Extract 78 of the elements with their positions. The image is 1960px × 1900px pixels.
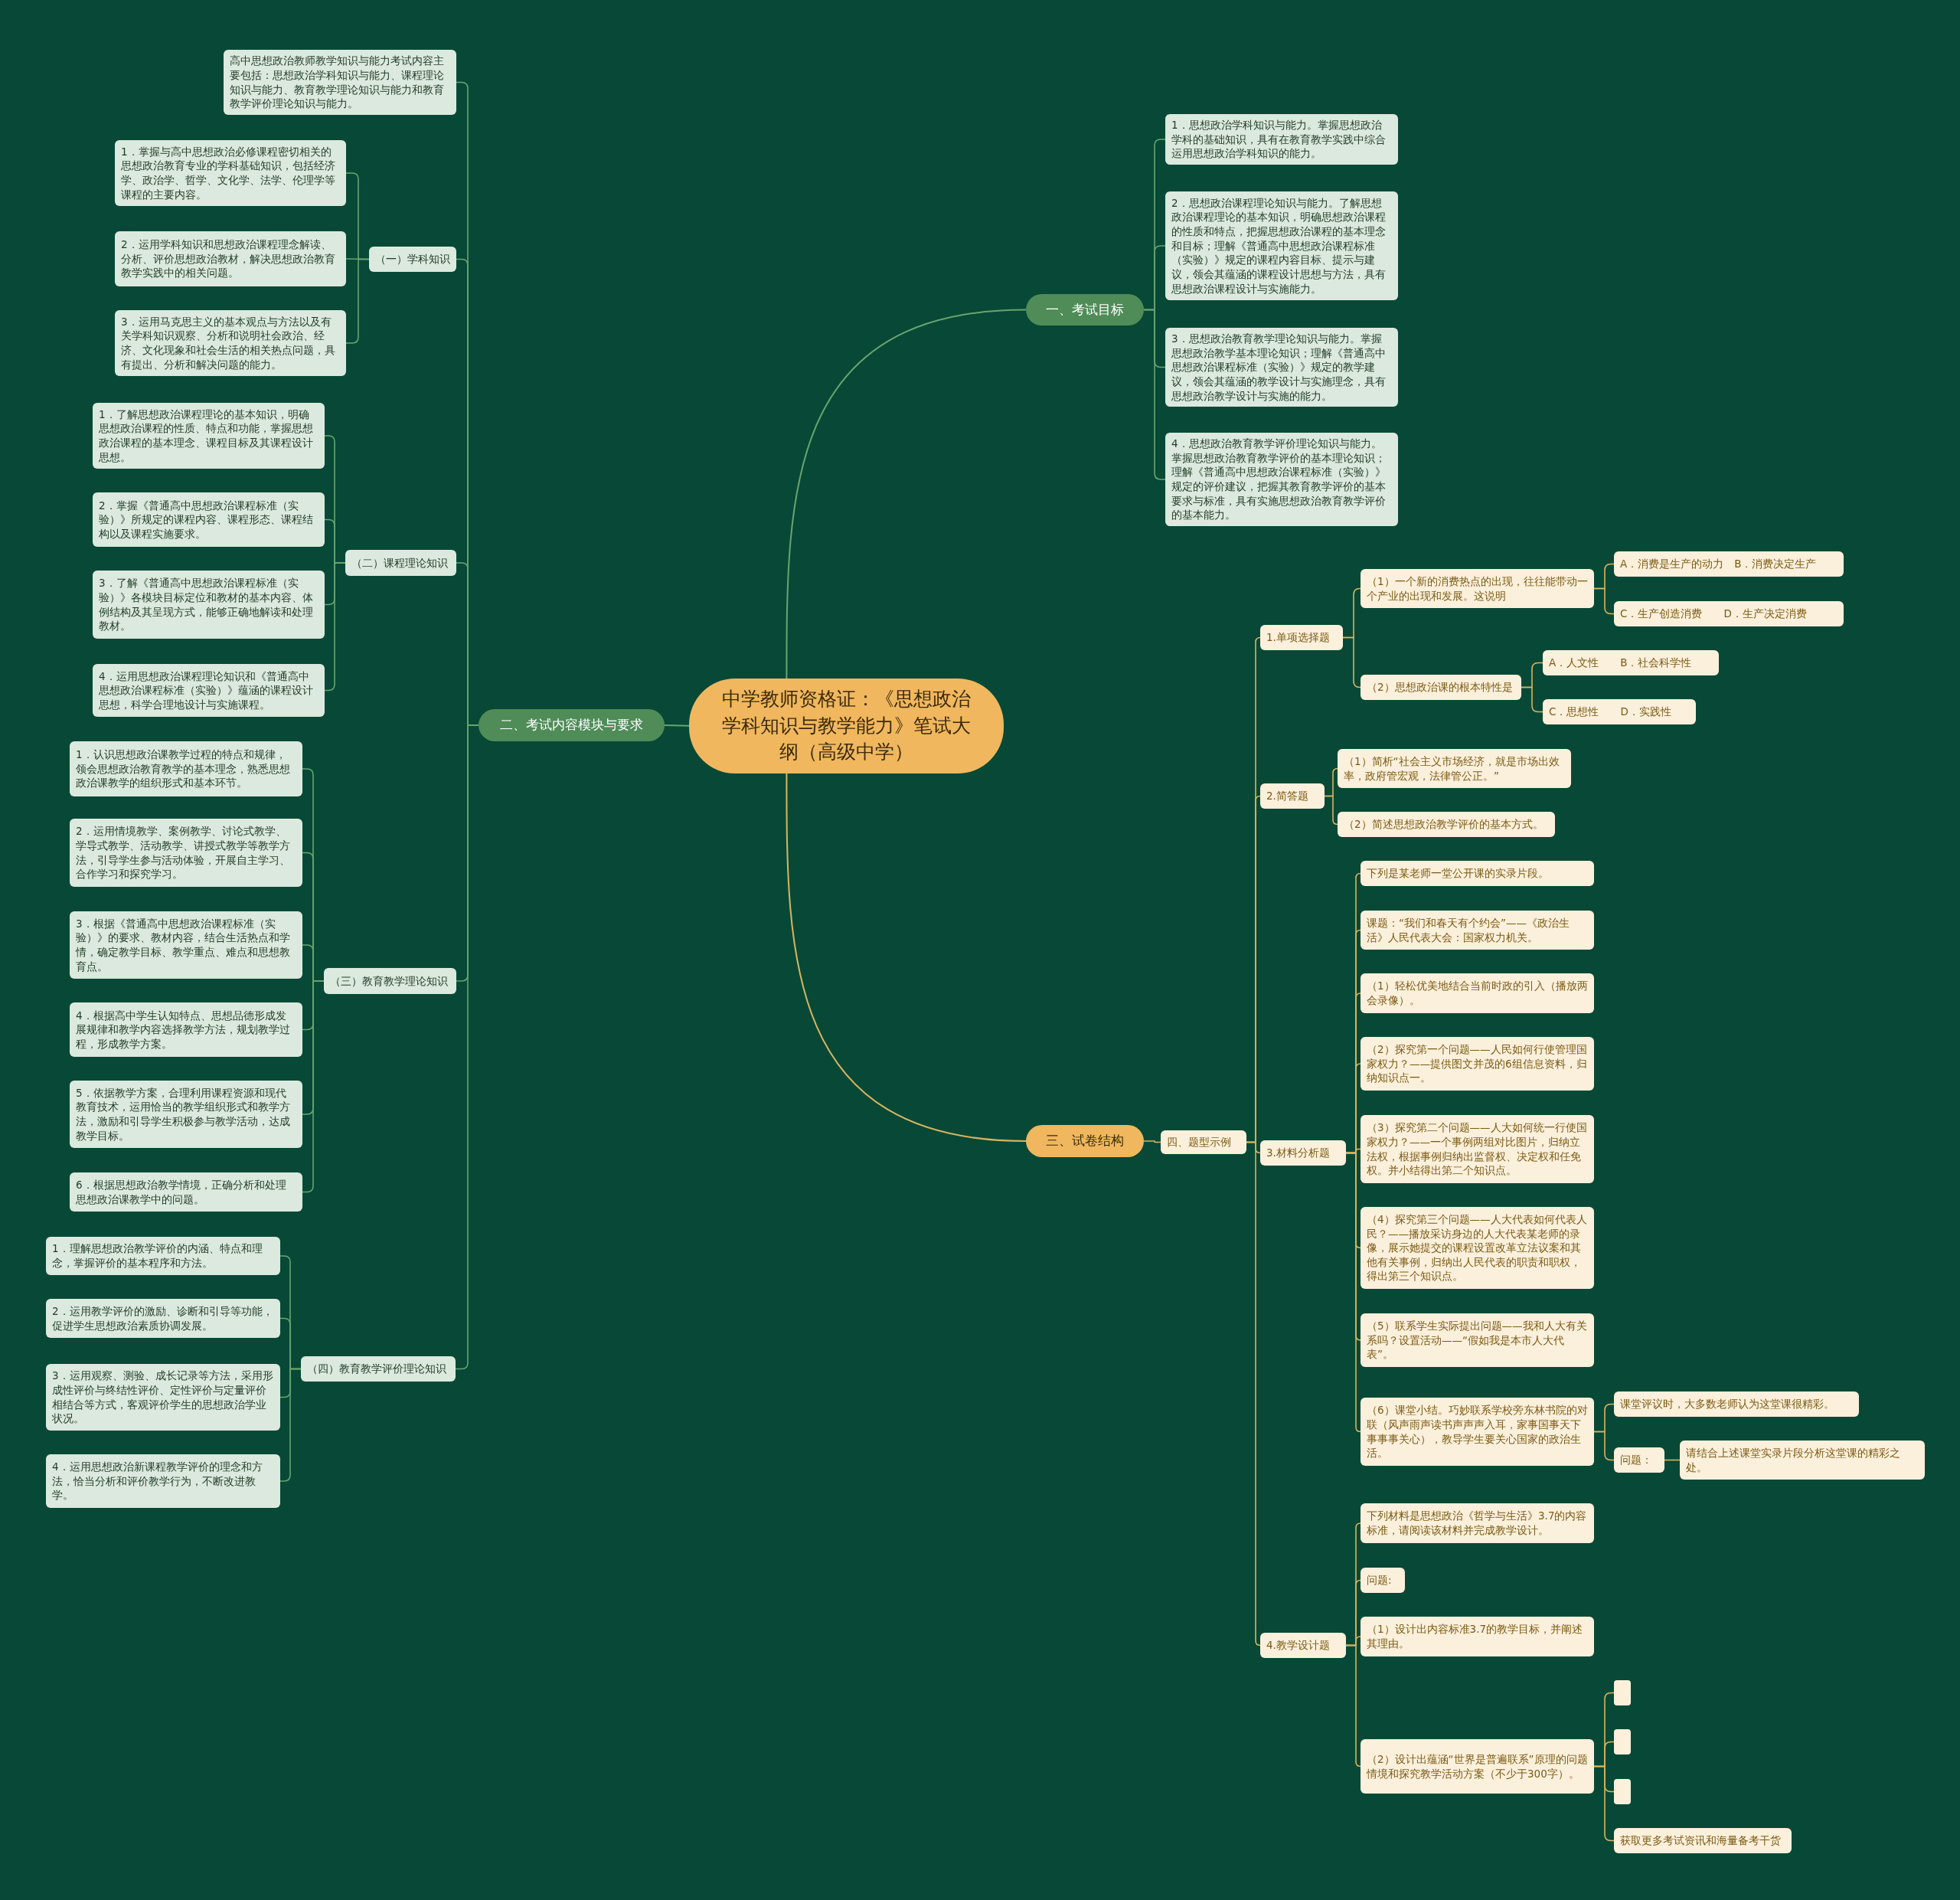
topic-box: 1．理解思想政治教学评价的内涵、特点和理念，掌握评价的基本程序和方法。 (46, 1237, 280, 1275)
topic-box: 1.单项选择题 (1260, 625, 1343, 650)
topic-box: 2．运用教学评价的激励、诊断和引导等功能，促进学生思想政治素质协调发展。 (46, 1299, 280, 1338)
topic-box: 4．根据高中学生认知特点、思想品德形成发展规律和教学内容选择教学方法，规划教学过程，形成教学方案。 (70, 1002, 302, 1057)
topic-box: 3．运用马克思主义的基本观点与方法以及有关学科知识观察、分析和说明社会政治、经济、文化现象和社会生活的相关热点问题，具有提出、分析和解决问题的能力。 (115, 310, 346, 376)
topic-box: 4．运用思想政治新课程教学评价的理念和方法，恰当分析和评价教学行为，不断改进教学。 (46, 1454, 280, 1508)
topic-box: 获取更多考试资讯和海量备考干货 (1614, 1828, 1792, 1853)
subtopic-box: （三）教育教学理论知识 (324, 968, 456, 994)
connector-line (1593, 587, 1615, 615)
topic-box: 下列是某老师一堂公开课的实录片段。 (1361, 861, 1594, 886)
topic-box: （4）探究第三个问题——人大代表如何代表人民？——播放采访身边的人大代表某老师的录像，展示她提交的课程设置改革立法议案和其他有关事例，归纳出人民代表的职责和职权，得出第三个知识点。 (1361, 1207, 1594, 1289)
topic-box: C．生产创造消费 D．生产决定消费 (1614, 601, 1844, 626)
central-topic: 中学教师资格证：《思想政治学科知识与教学能力》笔试大纲（高级中学） (689, 679, 1004, 773)
topic-box: 1．了解思想政治课程理论的基本知识，明确思想政治课程的性质、特点和功能，掌握思想政治课程的基本理念、课程目标及其课程设计思想。 (93, 403, 325, 469)
connector-line (664, 724, 690, 727)
topic-box: （1）设计出内容标准3.7的教学目标，并阐述其理由。 (1361, 1617, 1594, 1656)
topic-box: 1．思想政治学科知识与能力。掌握思想政治学科的基础知识，具有在教育教学实践中综合运用思想政治学科知识的能力。 (1165, 114, 1398, 165)
topic-box: 3．思想政治教育教学理论知识与能力。掌握思想政治教学基本理论知识；理解《普通高中思想政治课程标准（实验）》规定的教学建议，领会其蕴涵的教学设计与实施理念，具有思想政治教学设计与实施的能力。 (1165, 328, 1398, 407)
topic-box: 5．依据教学方案，合理利用课程资源和现代教育技术，运用恰当的教学组织形式和教学方法，激励和引导学生积极参与教学活动，达成教学目标。 (70, 1081, 302, 1148)
connector-line (1521, 686, 1544, 713)
topic-box: （6）课堂小结。巧妙联系学校旁东林书院的对联（风声雨声读书声声声入耳，家事国事天下事事事关心），教导学生要关心国家的政治生活。 (1361, 1398, 1594, 1466)
empty-box (1614, 1729, 1631, 1754)
connector-line (1345, 1152, 1361, 1433)
topic-box: 课题：“我们和春天有个约会”——《政治生活》人民代表大会：国家权力机关。 (1361, 911, 1594, 950)
topic-box: 3．了解《普通高中思想政治课程标准（实验）》各模块目标定位和教材的基本内容、体例结构及其呈现方式，能够正确地解读和处理教材。 (93, 571, 325, 639)
topic-box: 2.简答题 (1260, 783, 1325, 809)
branch-topic: 一、考试目标 (1026, 294, 1144, 325)
topic-box: 3．根据《普通高中思想政治课程标准（实验）》的要求、教材内容，结合生活热点和学情，确定教学目标、教学重点、难点和思想教育点。 (70, 911, 302, 979)
connector-line (1246, 1141, 1261, 1647)
branch-topic: 三、试卷结构 (1026, 1125, 1144, 1157)
connector-line (1143, 1140, 1161, 1143)
topic-box: （2）探究第一个问题——人民如何行使管理国家权力？——提供图文并茂的6组信息资料，归纳知识点一。 (1361, 1037, 1594, 1091)
topic-box: （1）轻松优美地结合当前时政的引入（播放两会录像）。 (1361, 973, 1594, 1013)
topic-box: 问题: (1361, 1568, 1405, 1593)
topic-box: 3．运用观察、测验、成长记录等方法，采用形成性评价与终结性评价、定性评价与定量评价相结合等方式，客观评价学生的思想政治学业状况。 (46, 1364, 280, 1431)
topic-box: A．消费是生产的动力 B．消费决定生产 (1614, 551, 1844, 577)
connector-line (1324, 795, 1338, 826)
topic-box: 2．运用学科知识和思想政治课程理念解读、分析、评价思想政治教材，解决思想政治教育教学实践中的相关问题。 (115, 231, 346, 286)
topic-box: 课堂评议时，大多数老师认为这堂课很精彩。 (1614, 1391, 1859, 1417)
topic-box: 1．掌握与高中思想政治必修课程密切相关的思想政治教育专业的学科基础知识，包括经济学、政治学、哲学、文化学、法学、伦理学等课程的主要内容。 (115, 140, 346, 206)
topic-box: 问题： (1614, 1447, 1664, 1473)
connector-line (786, 309, 1027, 679)
branch-topic: 二、考试内容模块与要求 (479, 709, 665, 741)
connector-line (1345, 1644, 1361, 1768)
topic-box: 2．运用情境教学、案例教学、讨论式教学、学导式教学、活动教学、讲授式教学等教学方法，引导学生参与活动体验，开展自主学习、合作学习和探究学习。 (70, 819, 302, 887)
connector-line (302, 980, 325, 1193)
topic-box: 6．根据思想政治教学情境，正确分析和处理思想政治课教学中的问题。 (70, 1172, 302, 1212)
topic-box: C．思想性 D．实践性 (1543, 699, 1696, 724)
topic-box: 2．掌握《普通高中思想政治课程标准（实验）》所规定的课程内容、课程形态、课程结构以及课程实施要求。 (93, 492, 325, 547)
topic-box: 3.材料分析题 (1260, 1140, 1346, 1166)
topic-box: 4.教学设计题 (1260, 1633, 1346, 1658)
subtopic-box: （一）学科知识 (369, 247, 456, 272)
subtopic-box: （二）课程理论知识 (345, 550, 456, 576)
topic-box: 高中思想政治教师教学知识与能力考试内容主要包括：思想政治学科知识与能力、课程理论知识与能力、教育教学理论知识与能力和教育教学评价理论知识与能力。 (224, 50, 456, 115)
topic-box: （2）思想政治课的根本特性是 (1361, 675, 1521, 700)
topic-box: 四、题型示例 (1161, 1130, 1246, 1154)
subtopic-box: （四）教育教学评价理论知识 (301, 1356, 456, 1382)
topic-box: （1）一个新的消费热点的出现，往往能带动一个产业的出现和发展。这说明 (1361, 569, 1594, 608)
connector-line (1593, 1431, 1615, 1461)
topic-box: 2．思想政治课程理论知识与能力。了解思想政治课程理论的基本知识，明确思想政治课程的性质和特点，把握思想政治课程的基本理念和目标；理解《普通高中思想政治课程标准（实验）》规定的课程内容目标、提示与建议，领会其蕴涵的课程设计思想与方法，具有思想政治课程设计与实施能力。 (1165, 191, 1398, 300)
topic-box: 请结合上述课堂实录片段分析这堂课的精彩之处。 (1680, 1441, 1925, 1480)
connector-line (345, 258, 370, 344)
topic-box: 1．认识思想政治课教学过程的特点和规律，领会思想政治教育教学的基本理念，熟悉思想政治课教学的组织形式和基本环节。 (70, 741, 302, 796)
topic-box: （2）简述思想政治教学评价的基本方式。 (1338, 812, 1555, 837)
connector-line (786, 772, 1027, 1142)
topic-box: （5）联系学生实际提出问题——我和人大有关系吗？设置活动——“假如我是本市人大代表”。 (1361, 1313, 1594, 1367)
empty-box (1614, 1779, 1631, 1804)
topic-box: 4．运用思想政治课程理论知识和《普通高中思想政治课程标准（实验）》蕴涵的课程设计思想，科学合理地设计与实施课程。 (93, 664, 325, 717)
connector-line (1593, 1765, 1615, 1842)
topic-box: A．人文性 B．社会科学性 (1543, 650, 1719, 675)
topic-box: 4．思想政治教育教学评价理论知识与能力。掌握思想政治教育教学评价的基本理论知识；理解《普通高中思想政治课程标准（实验）》规定的评价建议，把握其教育教学评价的基本要求与标准，具有实施思想政治教育教学评价的基本能力。 (1165, 433, 1398, 526)
topic-box: （2）设计出蕴涵“世界是普遍联系”原理的问题情境和探究教学活动方案（不少于300字）。 (1361, 1739, 1594, 1794)
empty-box (1614, 1680, 1631, 1705)
connector-line (1664, 1459, 1681, 1461)
topic-box: 下列材料是思想政治《哲学与生活》3.7的内容标准，请阅读该材料并完成教学设计。 (1361, 1503, 1594, 1543)
connector-line (1342, 636, 1361, 688)
topic-box: （3）探究第二个问题——人大如何统一行使国家权力？——一个事例两组对比图片，归纳立法权，根据事例归纳出监督权、决定权和任免权。并小结得出第二个知识点。 (1361, 1115, 1594, 1183)
topic-box: （1）简析“社会主义市场经济，就是市场出效率，政府管宏观，法律管公正。” (1338, 749, 1571, 788)
